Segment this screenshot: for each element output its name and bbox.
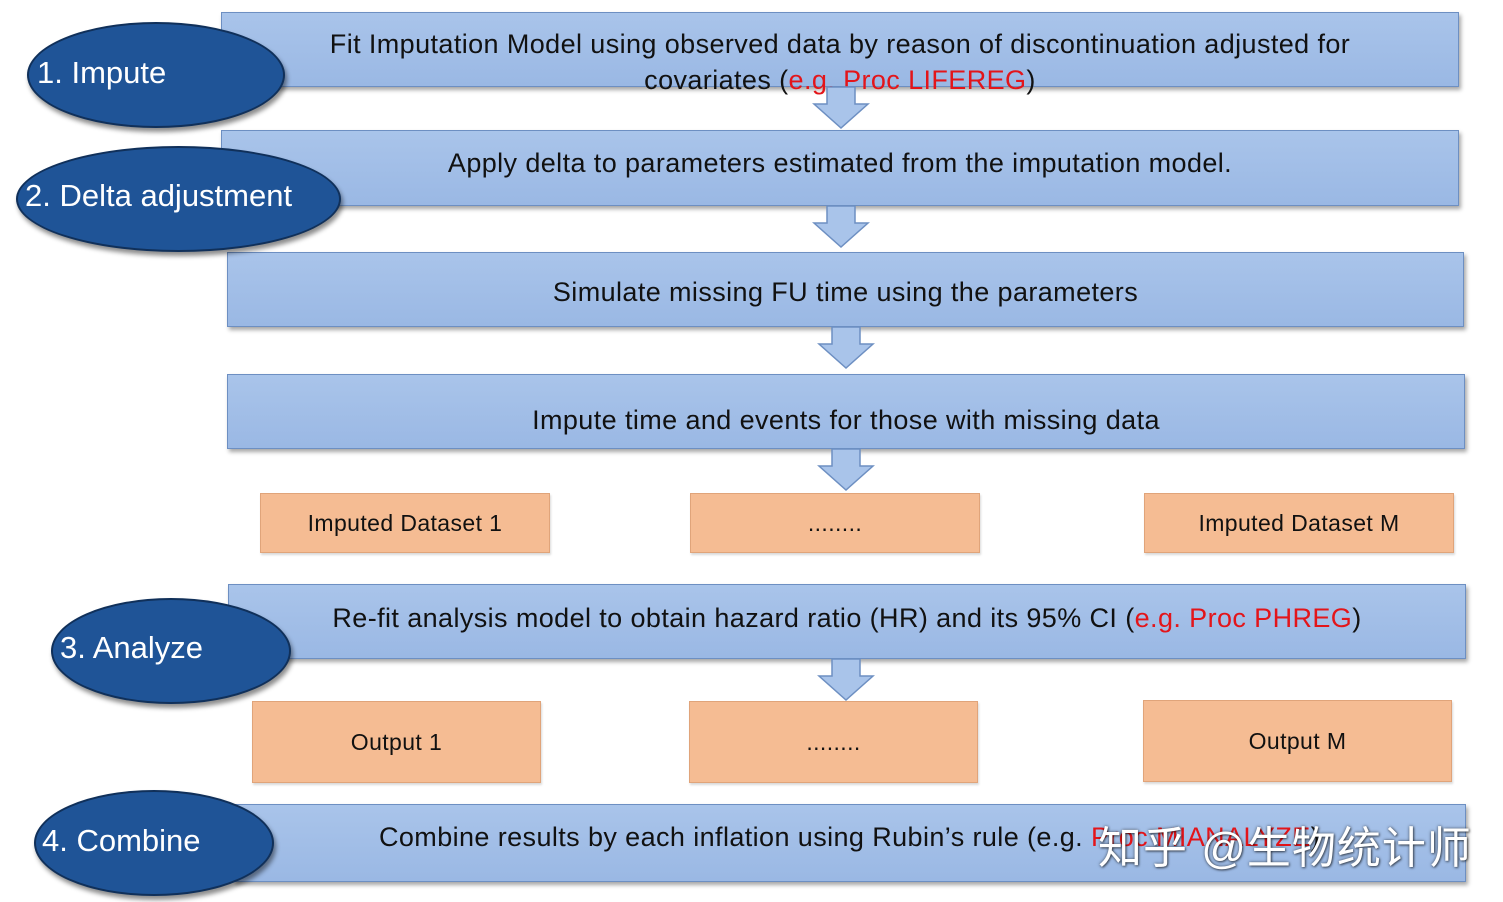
step-1-impute-oval: 1. Impute	[27, 22, 285, 128]
output-m-box: Output M	[1143, 700, 1452, 782]
down-arrow-icon	[817, 326, 875, 370]
output-m-label: Output M	[1248, 727, 1347, 754]
down-arrow-icon	[817, 658, 875, 702]
step-3-analyze-oval: 3. Analyze	[51, 598, 291, 704]
zhihu-watermark: 知乎 @生物统计师	[1098, 824, 1472, 873]
output-ellipsis-box: ........	[689, 701, 978, 783]
imputed-dataset-1-label: Imputed Dataset 1	[307, 509, 503, 536]
step-4-combine-oval: 4. Combine	[34, 790, 274, 896]
refit-analysis-text: Re-fit analysis model to obtain hazard r…	[332, 603, 1362, 633]
down-arrow-icon	[817, 448, 875, 492]
imputed-dataset-m-label: Imputed Dataset M	[1198, 509, 1400, 536]
impute-time-events-text: Impute time and events for those with mi…	[532, 405, 1160, 435]
simulate-fu-time-text: Simulate missing FU time using the param…	[552, 277, 1139, 307]
imputed-dataset-ellipsis-box: ........	[690, 493, 980, 553]
fit-imputation-model-bar: Fit Imputation Model using observed data…	[221, 12, 1459, 95]
imputed-dataset-1-box: Imputed Dataset 1	[260, 493, 550, 553]
proc-phreg-highlight: e.g. Proc PHREG	[1134, 603, 1353, 633]
simulate-fu-time-bar: Simulate missing FU time using the param…	[227, 252, 1464, 327]
combine-results-text: Combine results by each inflation using …	[378, 822, 1321, 852]
apply-delta-bar: Apply delta to parameters estimated from…	[221, 130, 1459, 206]
apply-delta-text: Apply delta to parameters estimated from…	[447, 148, 1233, 178]
step-3-label: 3. Analyze	[60, 630, 204, 665]
step-2-label: 2. Delta adjustment	[25, 178, 293, 213]
output-1-box: Output 1	[252, 701, 541, 783]
output-1-label: Output 1	[350, 728, 443, 755]
down-arrow-icon	[812, 86, 870, 130]
output-ellipsis-label: ........	[806, 728, 861, 755]
combine-results-bar: Combine results by each inflation using …	[233, 804, 1466, 882]
imputed-dataset-m-box: Imputed Dataset M	[1144, 493, 1454, 553]
impute-time-events-bar: Impute time and events for those with mi…	[227, 374, 1465, 449]
refit-analysis-model-bar: Re-fit analysis model to obtain hazard r…	[228, 584, 1466, 659]
proc-mianalyze-highlight: Proc MIANALYZE	[1090, 822, 1311, 852]
down-arrow-icon	[812, 205, 870, 249]
step-4-label: 4. Combine	[42, 823, 201, 858]
imputed-dataset-ellipsis-label: ........	[807, 509, 863, 536]
step-1-label: 1. Impute	[37, 55, 167, 90]
step-2-delta-oval: 2. Delta adjustment	[16, 146, 341, 252]
fit-imputation-line1: Fit Imputation Model using observed data…	[329, 29, 1351, 59]
